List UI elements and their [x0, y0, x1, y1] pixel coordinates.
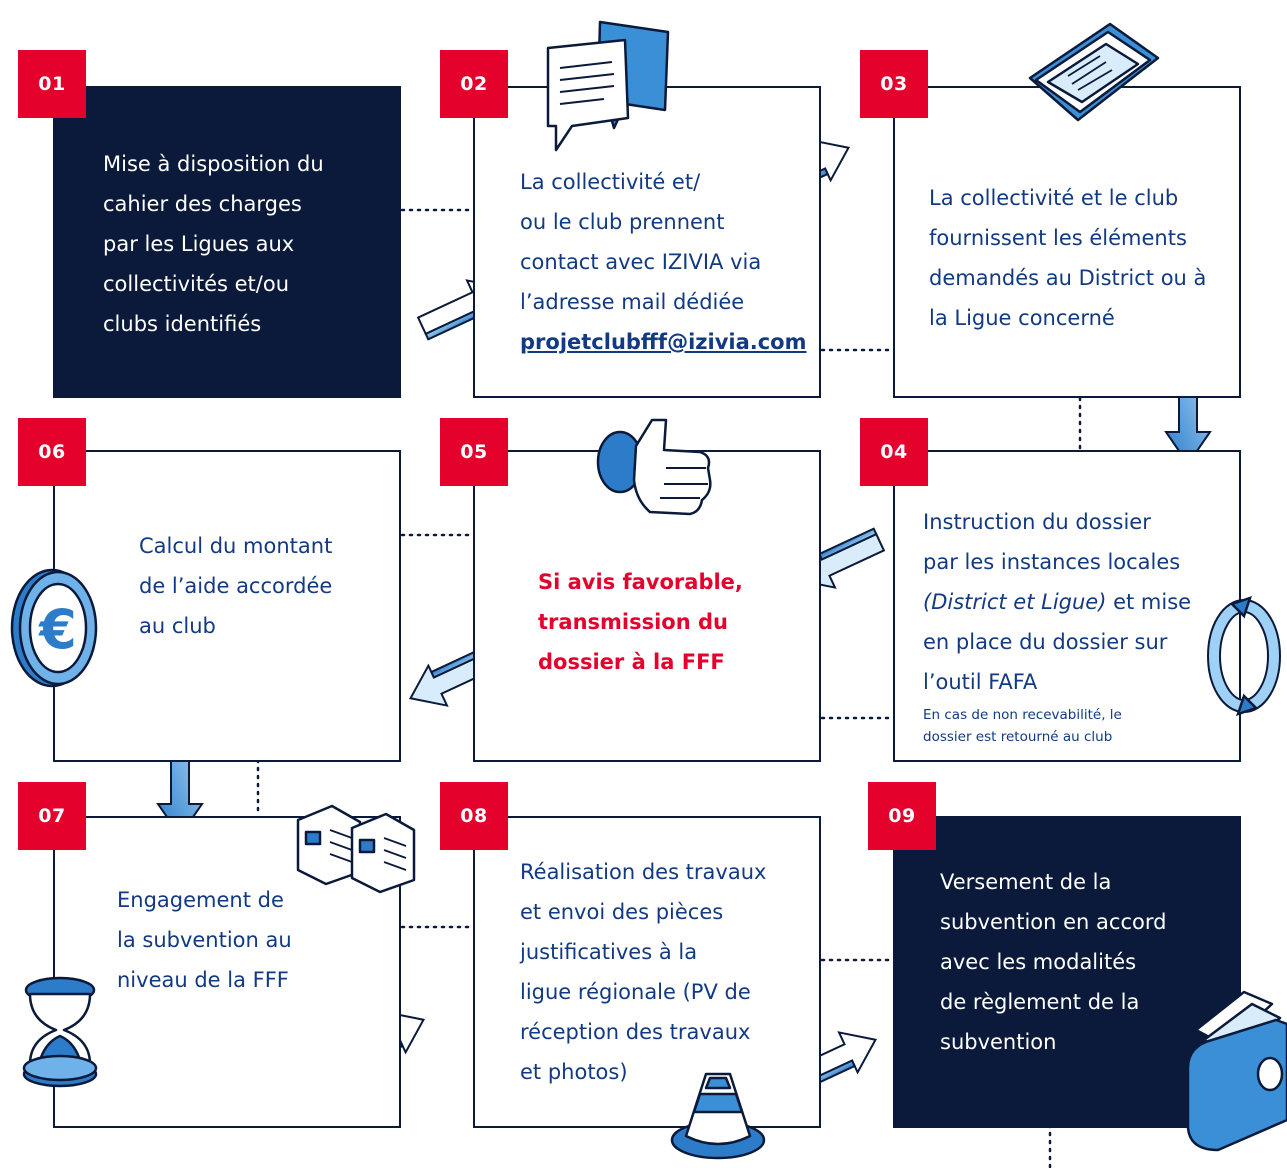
- step-06-text: Calcul du montant de l’aide accordée au …: [139, 534, 333, 638]
- dotted-connectors: [256, 208, 1082, 1168]
- step-01-box: Mise à disposition du cahier des charges…: [53, 86, 401, 398]
- step-08-number: 08: [440, 782, 508, 850]
- step-04-text-italic: (District et Ligue): [923, 590, 1107, 614]
- step-03-number: 03: [860, 50, 928, 118]
- email-link[interactable]: projetclubfff@izivia.com: [520, 330, 807, 354]
- step-01-text: Mise à disposition du cahier des charges…: [103, 152, 324, 336]
- step-04-box: Instruction du dossier par les instances…: [893, 450, 1241, 762]
- step-03-text: La collectivité et le club fournissent l…: [929, 186, 1207, 330]
- step-05-box: Si avis favorable, transmission du dossi…: [473, 450, 821, 762]
- step-02-box: La collectivité et/ ou le club prennent …: [473, 86, 821, 398]
- step-04-number: 04: [860, 418, 928, 486]
- step-04-text-before: Instruction du dossier par les instances…: [923, 510, 1181, 574]
- step-07-box: Engagement de la subvention au niveau de…: [53, 816, 401, 1128]
- step-08-text: Réalisation des travaux et envoi des piè…: [520, 860, 767, 1084]
- step-05-number: 05: [440, 418, 508, 486]
- step-05-text: Si avis favorable, transmission du dossi…: [538, 562, 743, 682]
- step-08-box: Réalisation des travaux et envoi des piè…: [473, 816, 821, 1128]
- step-09-box: Versement de la subvention en accord ave…: [893, 816, 1241, 1128]
- step-07-number: 07: [18, 782, 86, 850]
- step-02-description: La collectivité et/ ou le club prennent …: [520, 170, 762, 314]
- step-02-number: 02: [440, 50, 508, 118]
- step-04-text: Instruction du dossier par les instances…: [923, 502, 1191, 702]
- step-06-number: 06: [18, 418, 86, 486]
- step-03-box: La collectivité et le club fournissent l…: [893, 86, 1241, 398]
- step-04-note: En cas de non recevabilité, le dossier e…: [923, 707, 1122, 745]
- step-09-text: Versement de la subvention en accord ave…: [940, 870, 1167, 1054]
- step-01-number: 01: [18, 50, 86, 118]
- step-05-highlight: Si avis favorable, transmission du dossi…: [538, 570, 743, 674]
- step-06-box: Calcul du montant de l’aide accordée au …: [53, 450, 401, 762]
- step-07-text: Engagement de la subvention au niveau de…: [117, 888, 292, 992]
- step-02-text: La collectivité et/ ou le club prennent …: [520, 162, 806, 362]
- step-04-text-after: et mise en place du dossier sur l’outil …: [923, 590, 1192, 694]
- step-09-number: 09: [868, 782, 936, 850]
